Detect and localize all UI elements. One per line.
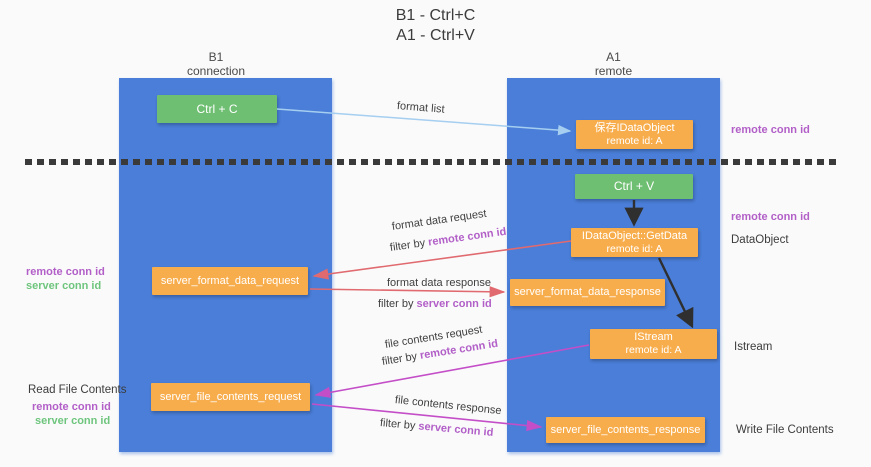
node-server-format-data-response: server_format_data_response — [510, 279, 665, 306]
edge-label-format-data-response-filter: filter by server conn id — [378, 298, 492, 310]
phase-separator-dashed-line — [25, 159, 837, 165]
arrow-format-data-response — [309, 286, 506, 298]
title-line-b1: B1 - Ctrl+C — [395, 7, 476, 24]
node-idataobject-getdata-line2: remote id: A — [606, 242, 663, 255]
node-server-format-data-request-label: server_format_data_request — [160, 274, 300, 287]
annotation-left-server-conn-id: server conn id — [26, 280, 102, 292]
filter-id-server-conn-id: server conn id — [416, 298, 492, 310]
filter-by-text: filter by — [381, 350, 418, 368]
annotation-remote-conn-id-top: remote conn id — [731, 124, 810, 136]
node-istream: IStream remote id: A — [590, 329, 717, 359]
node-ctrl-v: Ctrl + V — [575, 174, 693, 199]
edge-label-file-contents-response-filter: filter by server conn id — [379, 417, 493, 439]
lane-a1-role: remote — [594, 64, 633, 78]
node-ctrl-v-label: Ctrl + V — [613, 179, 655, 193]
node-server-file-contents-request: server_file_contents_request — [151, 383, 310, 411]
node-ctrl-c-label: Ctrl + C — [196, 101, 238, 116]
lane-a1-name: A1 — [606, 50, 621, 64]
node-idataobject-getdata: IDataObject::GetData remote id: A — [571, 228, 698, 257]
annotation-left-remote-conn-id: remote conn id — [26, 266, 105, 278]
annotation-read-file-contents: Read File Contents — [28, 384, 127, 396]
node-server-file-contents-request-label: server_file_contents_request — [159, 390, 302, 403]
node-save-idataobject-line1: 保存IDataObject — [594, 121, 675, 134]
annotation-write-file-contents: Write File Contents — [736, 424, 834, 436]
diagram-title: B1 - Ctrl+C A1 - Ctrl+V — [0, 6, 871, 46]
lane-b1-name: B1 — [208, 50, 224, 64]
annotation-istream: Istream — [734, 341, 773, 353]
annotation-left-bottom-server-conn-id: server conn id — [35, 415, 111, 427]
edge-label-format-list: format list — [396, 100, 446, 116]
filter-id-remote-conn-id: remote conn id — [427, 225, 508, 249]
lane-header-a1: A1 remote — [507, 50, 720, 78]
node-istream-line1: IStream — [634, 331, 673, 343]
annotation-left-bottom-remote-conn-id: remote conn id — [32, 401, 111, 413]
node-save-idataobject-line2: remote id: A — [606, 134, 663, 147]
filter-by-text: filter by — [389, 237, 426, 254]
node-istream-line2: remote id: A — [625, 344, 682, 356]
filter-by-text: filter by — [379, 417, 416, 433]
node-save-idataobject: 保存IDataObject remote id: A — [576, 120, 693, 149]
node-server-format-data-response-label: server_format_data_response — [514, 286, 661, 298]
lane-b1-role: connection — [186, 64, 246, 78]
filter-id-server-conn-id: server conn id — [417, 420, 494, 439]
node-server-file-contents-response: server_file_contents_response — [546, 417, 705, 443]
node-idataobject-getdata-line1: IDataObject::GetData — [581, 229, 688, 242]
lane-header-b1: B1 connection — [108, 50, 324, 78]
annotation-remote-conn-id-mid: remote conn id — [731, 211, 810, 223]
node-server-file-contents-response-label: server_file_contents_response — [550, 423, 701, 436]
node-server-format-data-request: server_format_data_request — [152, 267, 308, 295]
node-ctrl-c: Ctrl + C — [157, 95, 277, 123]
edge-label-format-data-response: format data response — [387, 277, 491, 289]
filter-by-text: filter by — [378, 298, 414, 310]
edge-label-file-contents-response: file contents response — [394, 394, 503, 418]
title-line-a1: A1 - Ctrl+V — [396, 27, 475, 44]
annotation-dataobject: DataObject — [731, 234, 789, 246]
